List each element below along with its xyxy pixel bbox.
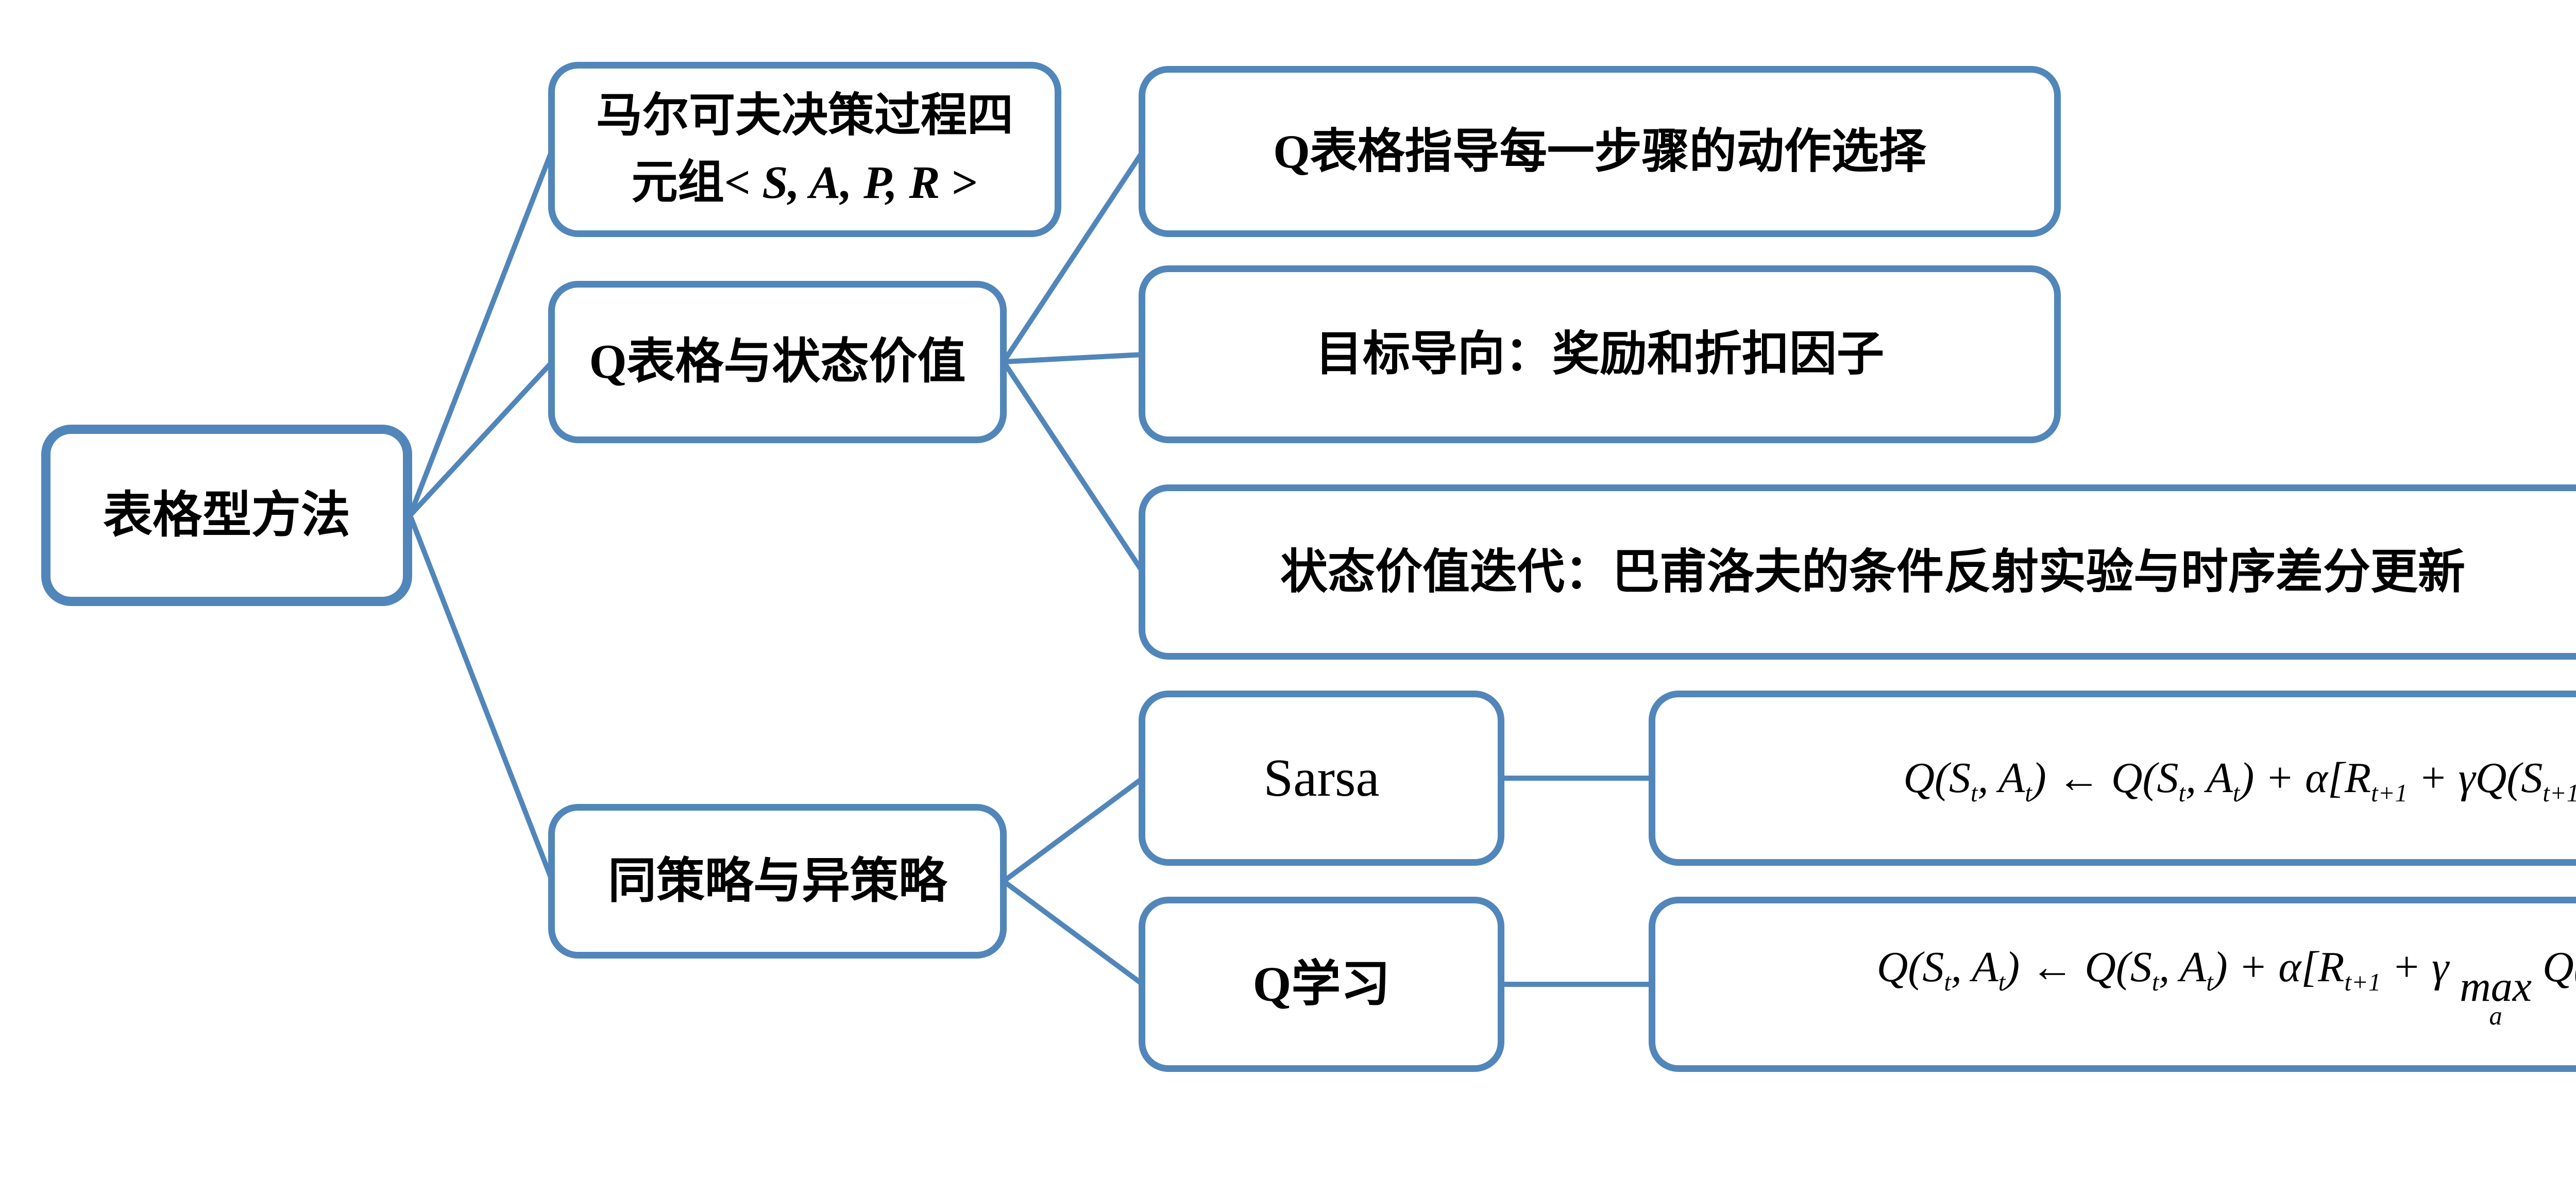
node-tabular-methods: 表格型方法 xyxy=(41,425,412,606)
connector-qtable-action xyxy=(1001,149,1145,364)
node-goal-oriented: 目标导向：奖励和折扣因子 xyxy=(1139,265,2061,443)
node-sarsa-formula-text: Q(St, At) ← Q(St, At) + α[Rt+1 + γQ(St+1… xyxy=(1903,753,2576,807)
node-qtable-action-selection-label: Q表格指导每一步骤的动作选择 xyxy=(1273,125,1926,178)
connector-root-mdp xyxy=(408,147,555,518)
node-state-value-iteration-label: 状态价值迭代：巴甫洛夫的条件反射实验与时序差分更新 xyxy=(1280,545,2465,598)
node-on-policy-off-policy: 同策略与异策略 xyxy=(548,804,1007,959)
connector-root-qtable xyxy=(408,359,555,518)
node-sarsa: Sarsa xyxy=(1139,691,1504,866)
node-q-learning: Q学习 xyxy=(1139,897,1504,1072)
node-sarsa-formula: Q(St, At) ← Q(St, At) + α[Rt+1 + γQ(St+1… xyxy=(1649,691,2576,866)
node-mdp-four-tuple: 马尔可夫决策过程四元组< S, A, P, R > xyxy=(548,62,1061,237)
connector-policy-qlearning xyxy=(1001,879,1145,987)
connector-policy-sarsa xyxy=(1001,776,1145,884)
node-q-learning-label: Q学习 xyxy=(1252,956,1391,1012)
node-on-policy-off-policy-label: 同策略与异策略 xyxy=(607,854,947,908)
node-qtable-action-selection: Q表格指导每一步骤的动作选择 xyxy=(1139,66,2061,237)
node-tabular-methods-label: 表格型方法 xyxy=(103,488,350,543)
connector-root-policy xyxy=(408,513,555,884)
node-goal-oriented-label: 目标导向：奖励和折扣因子 xyxy=(1315,328,1884,381)
node-state-value-iteration: 状态价值迭代：巴甫洛夫的条件反射实验与时序差分更新 xyxy=(1139,484,2576,660)
node-mdp-four-tuple-label: 马尔可夫决策过程四元组< S, A, P, R > xyxy=(596,90,1013,209)
node-qtable-state-value: Q表格与状态价值 xyxy=(548,281,1007,443)
connector-qtable-goal xyxy=(1001,352,1145,364)
connector-qtable-iteration xyxy=(1001,359,1145,575)
node-sarsa-label: Sarsa xyxy=(1263,748,1380,808)
node-qtable-state-value-label: Q表格与状态价值 xyxy=(589,335,966,389)
